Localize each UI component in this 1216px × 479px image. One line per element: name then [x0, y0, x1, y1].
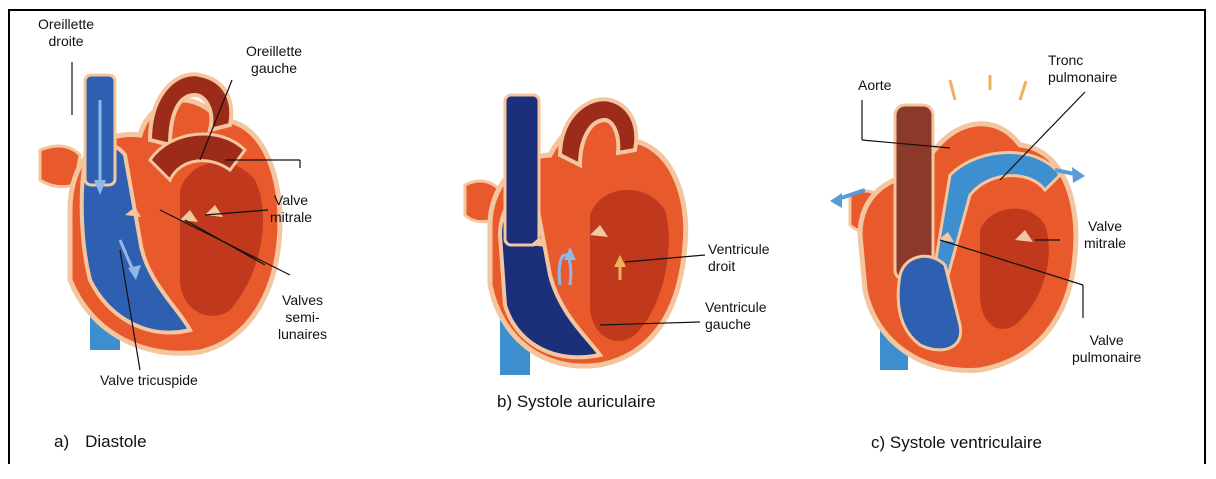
caption-diastole: a) Diastole: [54, 432, 147, 452]
caption-diastole-text: Diastole: [85, 432, 146, 451]
caption-systole-ventriculaire: c) Systole ventriculaire: [871, 433, 1042, 453]
label-valve-pulmonaire: Valve pulmonaire: [1072, 332, 1141, 366]
label-ventricule-gauche: Ventricule gauche: [705, 299, 766, 333]
heart-atrial-systole-illustration: [460, 85, 700, 385]
label-valve-mitrale-a: Valve mitrale: [270, 192, 312, 226]
heart-ventricular-systole-illustration: [830, 75, 1090, 385]
label-ventricule-droit: Ventricule droit: [708, 241, 769, 275]
label-valve-mitrale-c: Valve mitrale: [1084, 218, 1126, 252]
heart-diastole-illustration: [30, 40, 310, 370]
label-oreillette-gauche: Oreillette gauche: [246, 43, 302, 77]
caption-systole-auriculaire: b) Systole auriculaire: [497, 392, 656, 412]
caption-diastole-letter: a): [54, 432, 69, 451]
label-valve-tricuspide: Valve tricuspide: [100, 372, 198, 389]
label-aorte: Aorte: [858, 77, 891, 94]
label-valves-semilunaires: Valves semi- lunaires: [278, 292, 327, 343]
label-oreillette-droite: Oreillette droite: [38, 16, 94, 50]
label-tronc-pulmonaire: Tronc pulmonaire: [1048, 52, 1117, 86]
